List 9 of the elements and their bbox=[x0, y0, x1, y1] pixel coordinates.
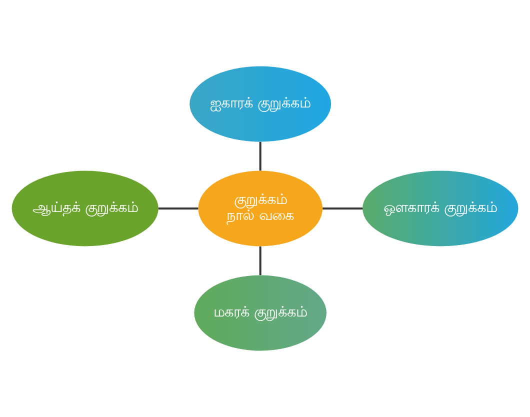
connector bbox=[259, 246, 262, 276]
node-ellipse: ஆய்தக் குறுக்கம் bbox=[12, 170, 158, 246]
connector bbox=[322, 208, 363, 210]
connector bbox=[158, 208, 198, 210]
node-ellipse: ஔகாரக் குறுக்கம் bbox=[362, 170, 518, 246]
node-ellipse: மகரக் குறுக்கம் bbox=[194, 275, 326, 351]
connector bbox=[259, 142, 262, 171]
node-ellipse: குறுக்கம் நால் வகை bbox=[198, 170, 322, 246]
node-ellipse: ஐகாரக் குறுக்கம் bbox=[190, 66, 332, 142]
